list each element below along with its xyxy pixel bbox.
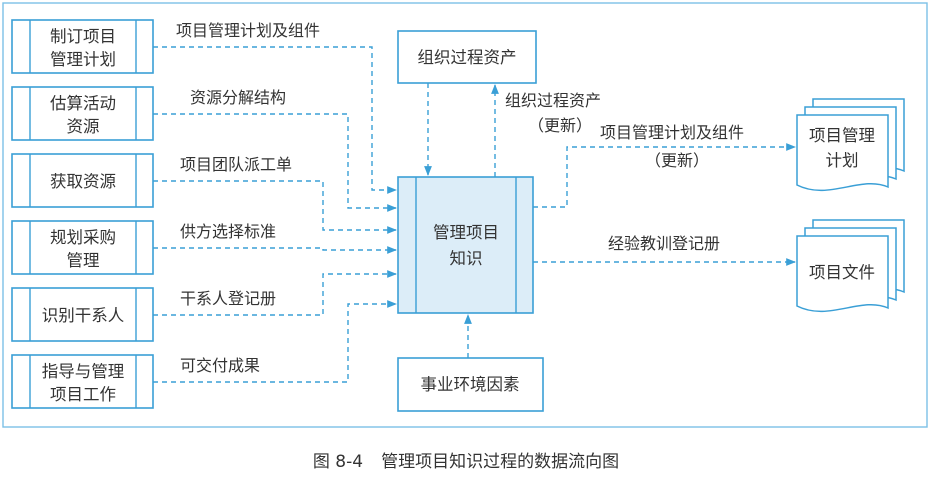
- input-flow-label: 项目管理计划及组件: [176, 21, 320, 40]
- input-flow-label: 供方选择标准: [180, 222, 276, 241]
- flow-arrow-input: [153, 46, 397, 194]
- process-label: 规划采购: [50, 228, 116, 247]
- process-label: 资源: [67, 117, 100, 136]
- process-label: 估算活动: [50, 94, 116, 113]
- org-update-sub-label: （更新）: [528, 116, 592, 135]
- doc-label: 项目文件: [809, 263, 875, 282]
- doc-label: 项目管理: [809, 126, 875, 145]
- input-flow-label: 可交付成果: [180, 356, 260, 375]
- process-label: 管理: [67, 251, 100, 270]
- org-process-assets-box: 组织过程资产: [397, 30, 537, 84]
- output-flow-label: 经验教训登记册: [608, 234, 720, 253]
- process-label: 制订项目: [50, 27, 116, 46]
- process-label: 项目工作: [50, 385, 116, 404]
- input-process-box: 识别干系人: [11, 287, 154, 342]
- output-flow-sub-label: （更新）: [645, 151, 709, 170]
- process-label: 获取资源: [50, 172, 116, 191]
- top-box-label: 组织过程资产: [418, 48, 517, 67]
- center-label-2: 知识: [450, 249, 483, 268]
- org-update-label: 组织过程资产: [505, 91, 601, 110]
- input-process-box: 获取资源: [11, 153, 154, 208]
- figure-caption: 图 8-4 管理项目知识过程的数据流向图: [313, 452, 619, 472]
- center-label-1: 管理项目: [433, 223, 499, 242]
- input-flow-label: 干系人登记册: [180, 289, 276, 308]
- flow-arrow-input: [153, 180, 397, 234]
- process-label: 识别干系人: [42, 306, 125, 325]
- caption-title: 管理项目知识过程的数据流向图: [381, 452, 619, 472]
- caption-number: 图 8-4: [313, 452, 363, 472]
- center-process-box: 管理项目 知识: [397, 176, 534, 314]
- process-label: 管理计划: [50, 50, 116, 69]
- project-documents-doc: 项目文件: [796, 219, 905, 313]
- flow-arrow-input: [153, 246, 397, 254]
- doc-label: 计划: [826, 151, 859, 170]
- input-flow-label: 项目团队派工单: [180, 155, 292, 174]
- enterprise-env-factors-box: 事业环境因素: [397, 357, 544, 412]
- flow-arrow-input: [153, 270, 397, 316]
- flow-arrow-input: [153, 300, 397, 383]
- output-flow-label: 项目管理计划及组件: [600, 123, 744, 142]
- project-management-plan-doc: 项目管理计划: [796, 98, 905, 192]
- process-label: 指导与管理: [42, 362, 125, 381]
- flow-arrow-pm-plan-update: [533, 143, 796, 208]
- diagram-frame: [2, 2, 928, 428]
- bottom-box-label: 事业环境因素: [421, 375, 520, 394]
- input-flow-label: 资源分解结构: [190, 88, 286, 107]
